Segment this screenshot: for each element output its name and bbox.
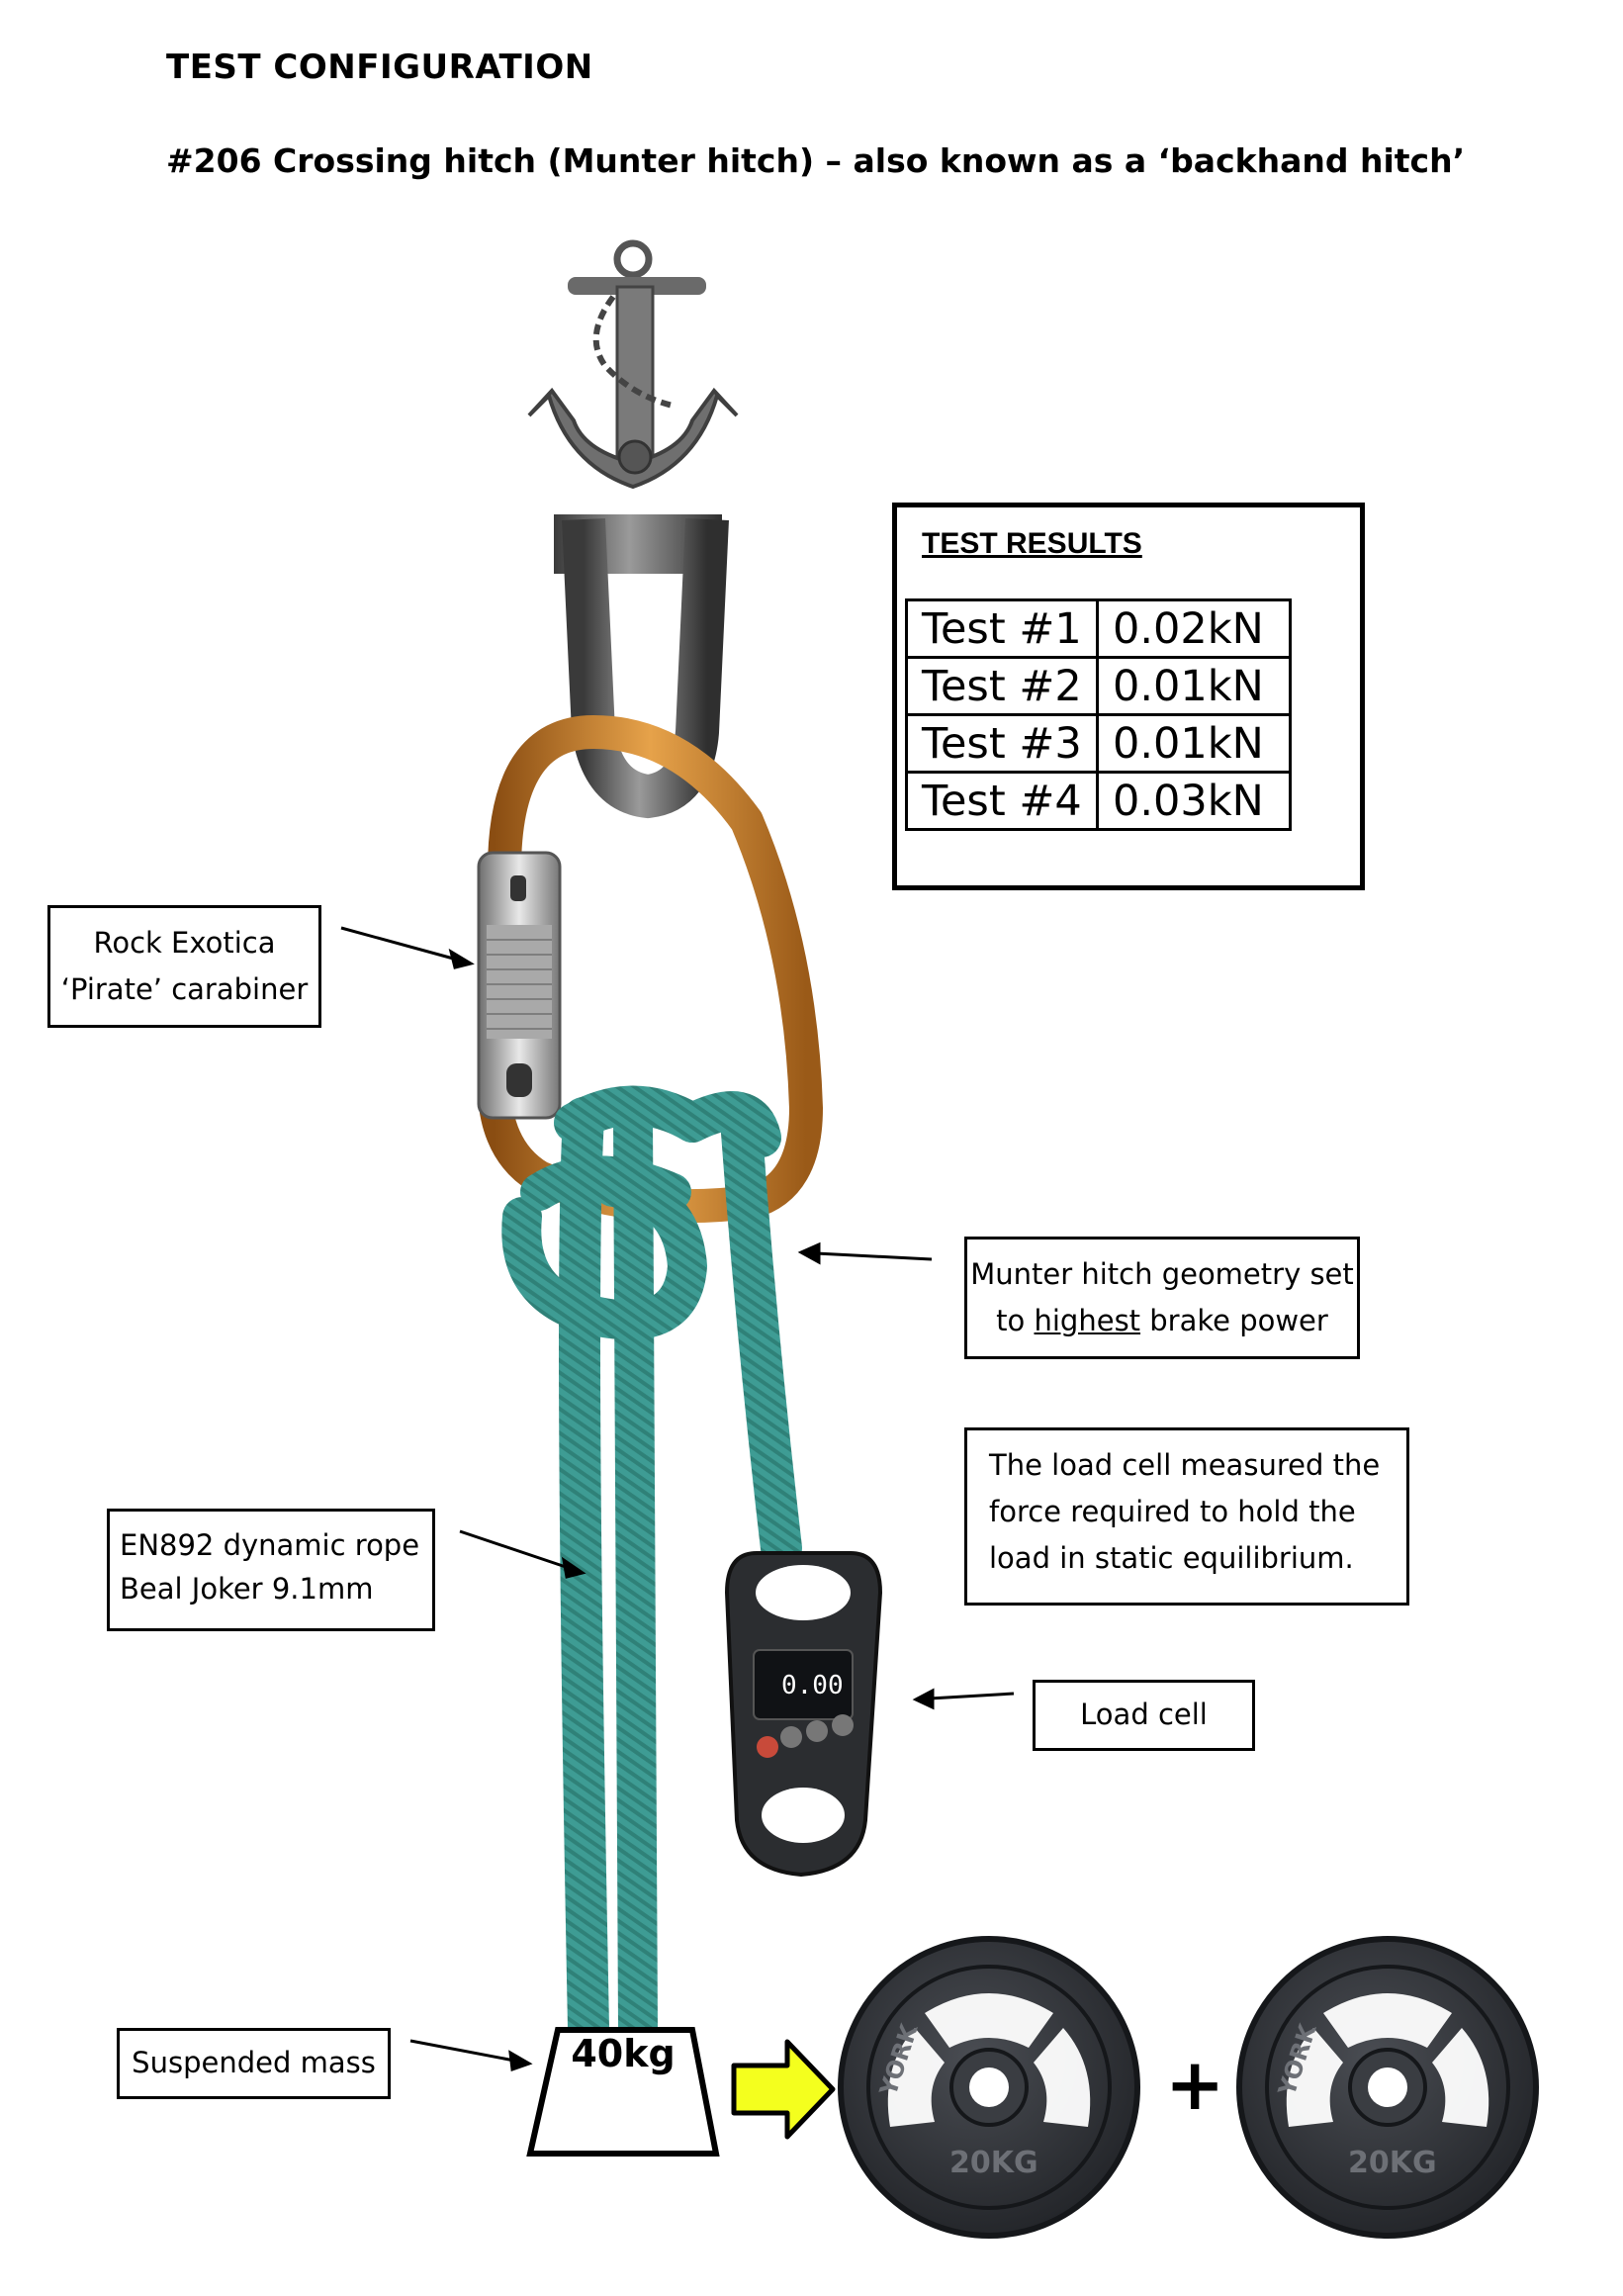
load-cell-desc-line2: force required to hold the (989, 1495, 1356, 1528)
munter-label-post: brake power (1140, 1304, 1328, 1337)
test-value: 0.03kN (1096, 771, 1292, 831)
table-row: Test #4 0.03kN (905, 771, 1292, 831)
table-row: Test #1 0.02kN (905, 598, 1292, 659)
anchor-icon (527, 239, 739, 490)
test-value: 0.01kN (1096, 656, 1292, 716)
mass-value: 40kg (571, 2032, 676, 2075)
munter-label-line1: Munter hitch geometry set (970, 1257, 1354, 1291)
table-row: Test #3 0.01kN (905, 713, 1292, 774)
load-cell-label: Load cell (1033, 1680, 1255, 1751)
test-results-table: Test #1 0.02kN Test #2 0.01kN Test #3 0.… (905, 598, 1292, 831)
weight-plate (1236, 1936, 1539, 2239)
carabiner-label-line1: Rock Exotica (93, 926, 276, 960)
rope (501, 1085, 802, 2049)
table-row: Test #2 0.01kN (905, 656, 1292, 716)
test-results-panel: TEST RESULTS Test #1 0.02kN Test #2 0.01… (892, 503, 1365, 890)
page-subtitle: #206 Crossing hitch (Munter hitch) – als… (166, 141, 1466, 180)
load-cell-label-text: Load cell (1080, 1698, 1208, 1731)
callout-arrows (340, 926, 1015, 2072)
munter-label-emphasis: highest (1034, 1304, 1141, 1337)
load-cell (724, 1551, 883, 1878)
weight-plate (838, 1936, 1140, 2239)
equals-arrow-icon (731, 2039, 836, 2140)
rope-label: EN892 dynamic rope Beal Joker 9.1mm (107, 1509, 435, 1631)
suspended-mass-label-text: Suspended mass (132, 2046, 376, 2079)
test-value: 0.01kN (1096, 713, 1292, 774)
rope-label-line1: EN892 dynamic rope (120, 1528, 420, 1562)
carabiner-label-line2: ‘Pirate’ carabiner (60, 972, 309, 1006)
munter-label-pre: to (996, 1304, 1035, 1337)
suspended-mass-label: Suspended mass (117, 2028, 391, 2099)
rope-label-line2: Beal Joker 9.1mm (120, 1572, 374, 1606)
test-value: 0.02kN (1096, 598, 1292, 659)
page-title: TEST CONFIGURATION (166, 47, 593, 87)
plus-sign: + (1165, 2043, 1224, 2126)
carabiner-label: Rock Exotica ‘Pirate’ carabiner (47, 905, 321, 1028)
load-cell-desc-line3: load in static equilibrium. (989, 1541, 1354, 1575)
plate-weight: 20KG (1348, 2146, 1437, 2180)
mass-block (526, 2027, 720, 2157)
munter-label: Munter hitch geometry set to highest bra… (964, 1237, 1360, 1359)
test-name: Test #4 (905, 771, 1099, 831)
load-cell-desc-line1: The load cell measured the (989, 1448, 1381, 1482)
load-cell-reading: 0.00 (781, 1671, 844, 1700)
test-results-title: TEST RESULTS (922, 527, 1142, 560)
test-name: Test #1 (905, 598, 1099, 659)
test-name: Test #3 (905, 713, 1099, 774)
plate-weight: 20KG (949, 2146, 1038, 2180)
load-cell-description: The load cell measured the force require… (964, 1427, 1409, 1606)
test-name: Test #2 (905, 656, 1099, 716)
munter-label-line2: to highest brake power (967, 1298, 1357, 1344)
